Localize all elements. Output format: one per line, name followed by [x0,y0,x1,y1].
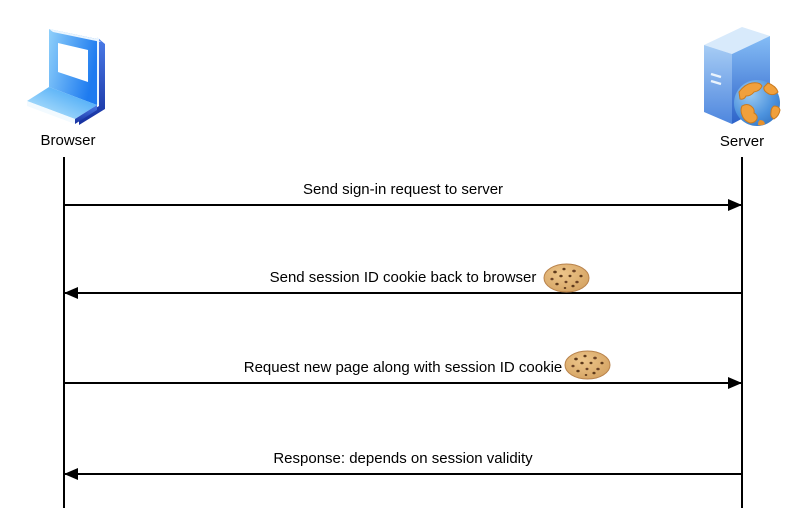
cookie-icon [543,263,590,293]
message-arrow [64,377,742,389]
browser-actor-label: Browser [40,132,96,149]
arrowhead-left-icon [64,468,78,480]
message-response-session-validity: Response: depends on session validity [64,445,742,480]
server-lifeline [741,157,743,508]
browser-lifeline [63,157,65,508]
cookie-icon [564,350,611,380]
message-arrow [64,199,742,211]
message-request-page-with-cookie: Request new page along with session ID c… [64,350,742,389]
message-label: Send sign-in request to server [302,181,504,198]
server-tower-globe-icon [704,27,781,126]
message-label: Send session ID cookie back to browser [269,269,537,286]
message-send-session-cookie: Send session ID cookie back to browser [64,263,742,299]
message-label: Request new page along with session ID c… [243,359,563,376]
arrowhead-right-icon [728,199,742,211]
server-actor-label: Server [719,133,765,150]
arrowhead-left-icon [64,287,78,299]
laptop-icon [27,29,105,125]
arrowhead-right-icon [728,377,742,389]
message-label: Response: depends on session validity [273,450,533,467]
message-send-sign-in-request: Send sign-in request to server [64,176,742,211]
message-arrow [64,468,742,480]
message-arrow [64,287,742,299]
